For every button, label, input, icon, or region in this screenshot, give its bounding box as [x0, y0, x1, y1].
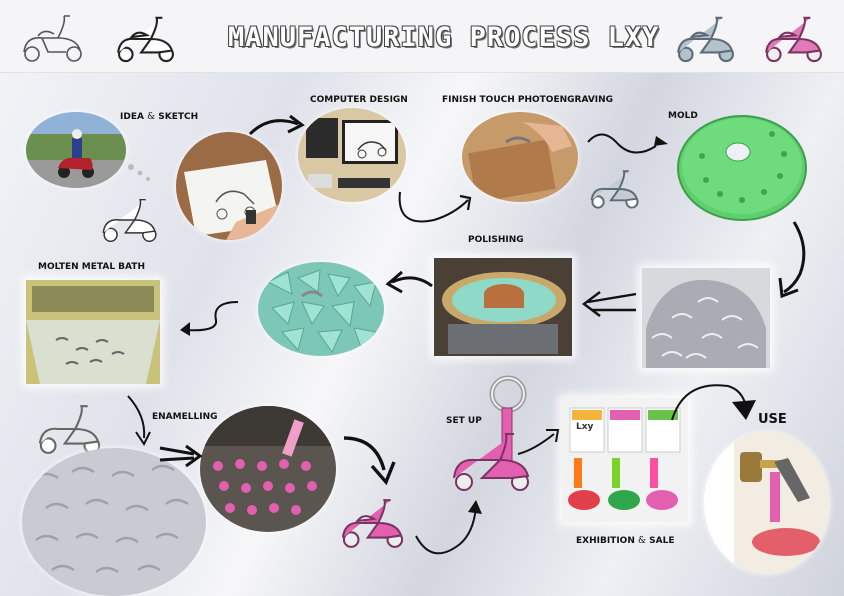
mold-disc: [677, 115, 807, 221]
polishing-machine-photo: [434, 258, 572, 356]
arrow-silver-to-enamelling: [159, 444, 203, 468]
step-label-idea: IDEA: [120, 112, 144, 122]
arrow-computer-to-finish: [398, 191, 472, 223]
step-label-ampersand: &: [638, 536, 647, 546]
silver-parts-photo: [22, 448, 206, 596]
arrow-enamelling-to-part: [343, 436, 396, 486]
photoengraving-photo: [462, 112, 578, 202]
step-label-polishing: POLISHING: [468, 235, 524, 245]
scooter-icon: [102, 198, 157, 242]
ceramic-media-photo: [258, 262, 384, 356]
enamelling-photo: [200, 406, 336, 532]
step-label-sale: SALE: [649, 536, 675, 546]
scooter-icon: [677, 16, 734, 63]
scooter-icon: [117, 16, 174, 63]
exhibition-display-photo: Lxy: [562, 398, 688, 522]
header-bar: MANUFACTURING PROCESS LXY: [0, 0, 844, 73]
page-title: MANUFACTURING PROCESS LXY: [228, 22, 660, 53]
rider-photo: [26, 112, 126, 188]
scooter-icon: [23, 15, 82, 62]
step-label-finish-touch: FINISH TOUCH PHOTOENGRAVING: [442, 95, 614, 105]
sketch-photo: [176, 132, 282, 240]
step-label-exhibition: EXHIBITION: [576, 536, 635, 546]
arrow-setup-to-exhibition: [517, 429, 560, 455]
computer-design-photo: [298, 108, 406, 202]
arrow-polishing-to-media: [385, 270, 433, 294]
step-label-idea-sketch: IDEA & SKETCH: [120, 112, 198, 122]
arrow-pile-to-polishing: [582, 291, 637, 317]
display-brand-text: Lxy: [576, 422, 594, 432]
keychain-setup: [453, 375, 530, 491]
step-label-use: USE: [758, 412, 787, 427]
step-label-ampersand: &: [147, 112, 156, 122]
step-label-mold: MOLD: [668, 111, 698, 121]
arrow-sketch-to-computer: [248, 114, 305, 136]
scooter-icon: [341, 499, 404, 548]
step-label-computer-design: COMPUTER DESIGN: [310, 95, 408, 105]
molten-metal-bath-photo: [26, 280, 160, 384]
step-label-setup: SET UP: [446, 416, 482, 426]
step-label-exhibition-sale: EXHIBITION & SALE: [576, 536, 675, 546]
arrow-part-to-setup: [415, 500, 482, 555]
arrow-mold-to-pile: [778, 221, 806, 299]
use-photo: [704, 432, 830, 574]
arrow-finish-to-mold: [587, 133, 668, 154]
scooter-icon: [765, 16, 822, 63]
arrow-exhibition-to-use: [671, 384, 756, 421]
arrow-media-to-bath: [180, 301, 239, 336]
metal-parts-pile: [642, 268, 770, 368]
scooter-icon: [590, 170, 639, 209]
step-label-sketch: SKETCH: [158, 112, 199, 122]
thought-bubble-dots: [128, 164, 150, 181]
step-label-molten-metal: MOLTEN METAL BATH: [38, 262, 145, 272]
arrow-bath-to-silver: [127, 395, 151, 446]
step-label-enamelling: ENAMELLING: [152, 412, 218, 422]
